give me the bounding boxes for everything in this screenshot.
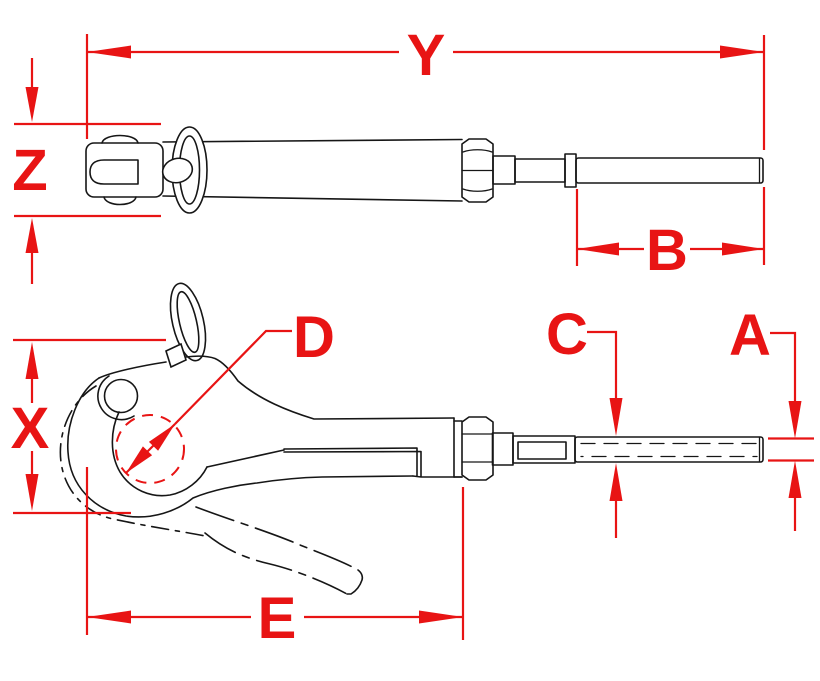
extension-lines	[13, 338, 166, 515]
stud-collar	[491, 432, 514, 466]
ring-pull-inner	[176, 290, 200, 354]
dimension-label-b: B	[646, 218, 688, 283]
arrowhead-left	[87, 45, 131, 59]
threaded-swage-stud	[574, 436, 764, 463]
inspection-hole	[517, 441, 567, 460]
arrowhead-upper	[148, 424, 175, 451]
arrowhead-right	[722, 242, 764, 256]
arrowhead-up	[25, 342, 39, 379]
bowl-outer-edge	[67, 377, 414, 518]
shank-hex-join	[453, 420, 463, 478]
bowl-inner-edge	[111, 411, 208, 497]
arrowhead-up	[609, 463, 623, 501]
dimension-d: D	[115, 305, 335, 484]
gate-upper-edge	[195, 506, 359, 571]
gate-phantom-arc	[59, 385, 206, 537]
arrowhead-left	[577, 242, 619, 256]
arrowhead-down	[25, 87, 39, 122]
dimension-e: E	[85, 467, 465, 651]
hex-chamfer-arc	[462, 188, 493, 192]
hex-face-lines	[461, 433, 494, 463]
head-top-edge	[98, 361, 167, 379]
dimension-a: A	[729, 303, 814, 531]
dimension-label-c: C	[546, 302, 588, 367]
ring-tab	[165, 342, 187, 369]
latch-slot	[283, 447, 463, 478]
arrowhead-left	[87, 610, 131, 624]
clevis-jaw	[85, 142, 164, 198]
dimension-label-e: E	[258, 586, 297, 651]
dimension-label-d: D	[293, 305, 335, 370]
leader-line	[174, 329, 292, 425]
head-shank-top-edge	[185, 355, 455, 420]
gate-tip-cap	[346, 569, 364, 595]
hex-chamfer-arc	[462, 149, 493, 153]
arrowhead-right	[720, 45, 764, 59]
arm-top-edge	[206, 449, 285, 468]
dimension-b: B	[575, 189, 764, 283]
arrowhead-right	[419, 610, 463, 624]
dimension-label-y: Y	[407, 23, 446, 88]
pin-diameter-circle	[115, 414, 185, 484]
pivot-boss-arc	[97, 375, 135, 421]
bottom-view-open-hook	[59, 282, 764, 595]
dimension-z: Z	[12, 58, 161, 284]
stud-step-ring	[564, 153, 577, 188]
body-bottom-edge	[162, 195, 463, 202]
leader-and-tails	[770, 331, 797, 531]
extension-lines	[85, 467, 465, 640]
arrowhead-up	[788, 460, 802, 498]
arrowhead-lower	[126, 446, 153, 473]
pin-head-bottom	[103, 196, 137, 206]
gate-lower-edge	[204, 532, 348, 595]
stud-collar	[492, 155, 516, 185]
hex-nut-top-view	[461, 138, 494, 203]
jaw-slot	[89, 159, 139, 185]
dimension-c: C	[546, 302, 623, 538]
hex-nut-bottom-view	[461, 416, 494, 481]
body-top-edge	[162, 138, 463, 143]
extension-lines	[768, 437, 814, 462]
pin-head-top	[101, 134, 139, 144]
swage-stud	[575, 157, 764, 184]
toggle-knob	[161, 157, 194, 184]
dimension-label-x: X	[11, 396, 50, 461]
leader-and-tails	[587, 330, 618, 538]
arrowhead-down	[788, 401, 802, 439]
dimension-x: X	[11, 338, 166, 515]
arrowhead-down	[25, 474, 39, 511]
arrowhead-up	[25, 218, 39, 253]
extension-lines	[14, 122, 161, 218]
pivot-pin	[103, 378, 139, 414]
arrowhead-down	[609, 398, 623, 436]
dimension-label-z: Z	[12, 138, 47, 203]
top-view-closed-hook	[85, 126, 764, 214]
dimension-label-a: A	[729, 303, 771, 368]
stud-mid-section	[514, 158, 566, 183]
dimension-y: Y	[85, 23, 766, 265]
